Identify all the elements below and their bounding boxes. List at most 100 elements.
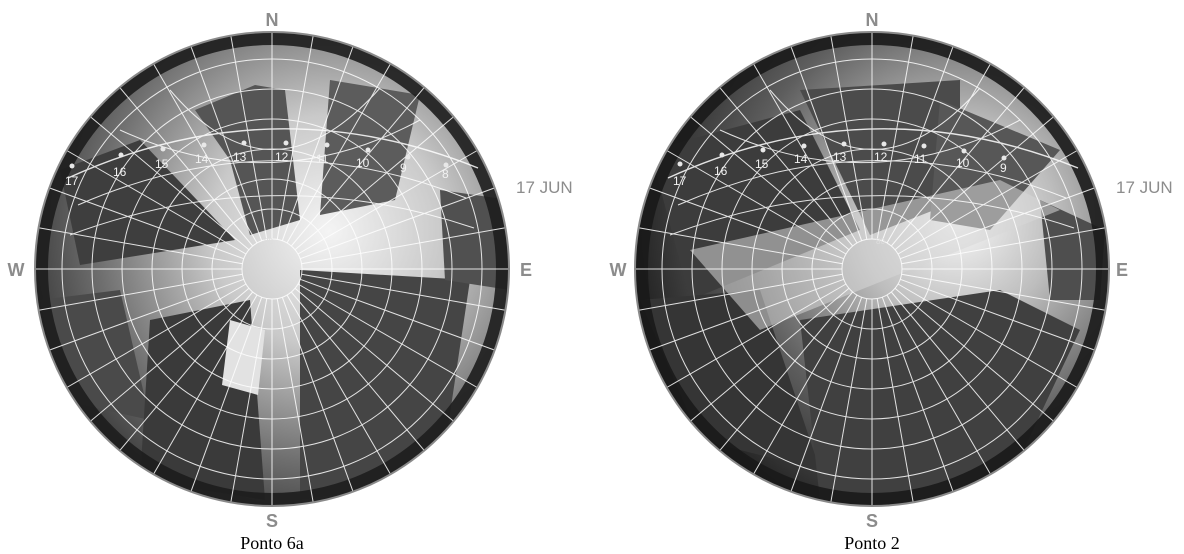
azimuth-grid-line: [790, 297, 863, 492]
azimuth-grid-line: [876, 35, 914, 240]
azimuth-grid-line: [49, 278, 244, 351]
hour-labels: 17 16 15 14 13 12 11 10 9: [673, 150, 1007, 188]
azimuth-grid-line: [830, 35, 868, 240]
azimuth-grid-line: [830, 298, 868, 503]
panel-caption: Ponto 6a: [240, 533, 304, 553]
hour-label: 10: [356, 156, 370, 170]
hour-label: 9: [400, 161, 407, 175]
compass-west: W: [610, 260, 627, 280]
azimuth-grid-line: [153, 294, 258, 475]
azimuth-grid-line: [297, 283, 478, 388]
hour-label: 16: [113, 165, 127, 179]
fisheye-panel-ponto-6a: 17 16 15 14 13 12 11 10 9 8 80 N S W E 1…: [8, 10, 573, 553]
compass-south: S: [266, 511, 278, 531]
azimuth-grid-line: [666, 150, 847, 255]
date-label: 17 JUN: [516, 178, 573, 197]
hour-labels: 17 16 15 14 13 12 11 10 9 8: [65, 150, 449, 188]
sun-position-markers: [69, 140, 449, 169]
azimuth-grid-line: [901, 273, 1106, 311]
azimuth-grid-line: [881, 297, 954, 492]
altitude-label: 80: [264, 237, 273, 246]
azimuth-grid-line: [38, 273, 243, 311]
azimuth-grid-line: [286, 294, 391, 475]
azimuth-grid-line: [281, 297, 354, 492]
azimuth-grid-line: [90, 116, 250, 251]
azimuth-grid-line: [886, 63, 991, 244]
compass-east: E: [520, 260, 532, 280]
azimuth-grid-line: [301, 227, 506, 265]
hour-label: 14: [794, 152, 808, 166]
fisheye-photo: [635, 32, 1109, 506]
sun-position-markers: [677, 141, 1007, 167]
azimuth-grid-line: [294, 287, 454, 422]
compass-south: S: [866, 511, 878, 531]
azimuth-grid-line: [300, 187, 495, 260]
altitude-label: 80: [876, 237, 885, 246]
sun-path-grid: [35, 32, 509, 506]
date-label: 17 JUN: [1116, 178, 1173, 197]
azimuth-grid-line: [876, 298, 914, 503]
azimuth-grid-line: [894, 116, 1054, 251]
azimuth-grid-line: [900, 278, 1095, 351]
azimuth-grid-line: [666, 283, 847, 388]
azimuth-grid-line: [901, 227, 1106, 265]
azimuth-grid-line: [897, 150, 1078, 255]
azimuth-grid-line: [119, 87, 254, 247]
hour-label: 14: [195, 152, 209, 166]
hour-label: 10: [956, 156, 970, 170]
azimuth-grid-line: [90, 287, 250, 422]
azimuth-grid-line: [119, 291, 254, 451]
hour-label: 9: [1000, 161, 1007, 175]
azimuth-grid-line: [49, 187, 244, 260]
sun-path-grid: [635, 32, 1109, 506]
azimuth-grid-line: [900, 187, 1095, 260]
azimuth-grid-line: [66, 283, 247, 388]
compass-west: W: [8, 260, 25, 280]
compass-north: N: [866, 10, 879, 30]
hour-label: 15: [155, 157, 169, 171]
azimuth-grid-line: [301, 273, 506, 311]
azimuth-grid-line: [719, 291, 854, 451]
azimuth-grid-line: [649, 278, 844, 351]
compass-east: E: [1116, 260, 1128, 280]
hour-label: 13: [233, 150, 247, 164]
hour-label: 11: [914, 152, 927, 166]
azimuth-grid-line: [690, 287, 850, 422]
azimuth-grid-line: [190, 46, 263, 241]
compass-north: N: [266, 10, 279, 30]
azimuth-grid-line: [890, 291, 1025, 451]
azimuth-grid-line: [753, 294, 858, 475]
azimuth-grid-line: [190, 297, 263, 492]
azimuth-grid-line: [290, 291, 425, 451]
azimuth-grid-line: [230, 35, 268, 240]
azimuth-grid-line: [638, 273, 843, 311]
hour-label: 17: [673, 174, 687, 188]
hour-label: 8: [442, 167, 449, 181]
hour-label: 12: [874, 150, 888, 164]
azimuth-grid-line: [690, 116, 850, 251]
azimuth-grid-line: [753, 63, 858, 244]
azimuth-grid-line: [153, 63, 258, 244]
hour-label: 13: [833, 150, 847, 164]
panel-caption: Ponto 2: [844, 533, 900, 553]
azimuth-grid-line: [297, 150, 478, 255]
azimuth-grid-line: [66, 150, 247, 255]
azimuth-grid-line: [294, 116, 454, 251]
azimuth-grid-line: [886, 294, 991, 475]
azimuth-grid-line: [790, 46, 863, 241]
horizon-ring: [634, 31, 1110, 507]
hour-label: 15: [755, 157, 769, 171]
fisheye-panel-ponto-2: 17 16 15 14 13 12 11 10 9 80 N S W E 17 …: [610, 10, 1173, 553]
azimuth-grid-line: [894, 287, 1054, 422]
azimuth-grid-line: [281, 46, 354, 241]
hour-label: 17: [65, 174, 79, 188]
hour-label: 16: [714, 164, 728, 178]
hour-label: 12: [275, 150, 289, 164]
horizon-ring: [34, 31, 510, 507]
azimuth-grid-line: [897, 283, 1078, 388]
azimuth-grid-line: [286, 63, 391, 244]
azimuth-grid-line: [276, 298, 314, 503]
hour-label: 11: [316, 152, 329, 166]
azimuth-grid-line: [230, 298, 268, 503]
